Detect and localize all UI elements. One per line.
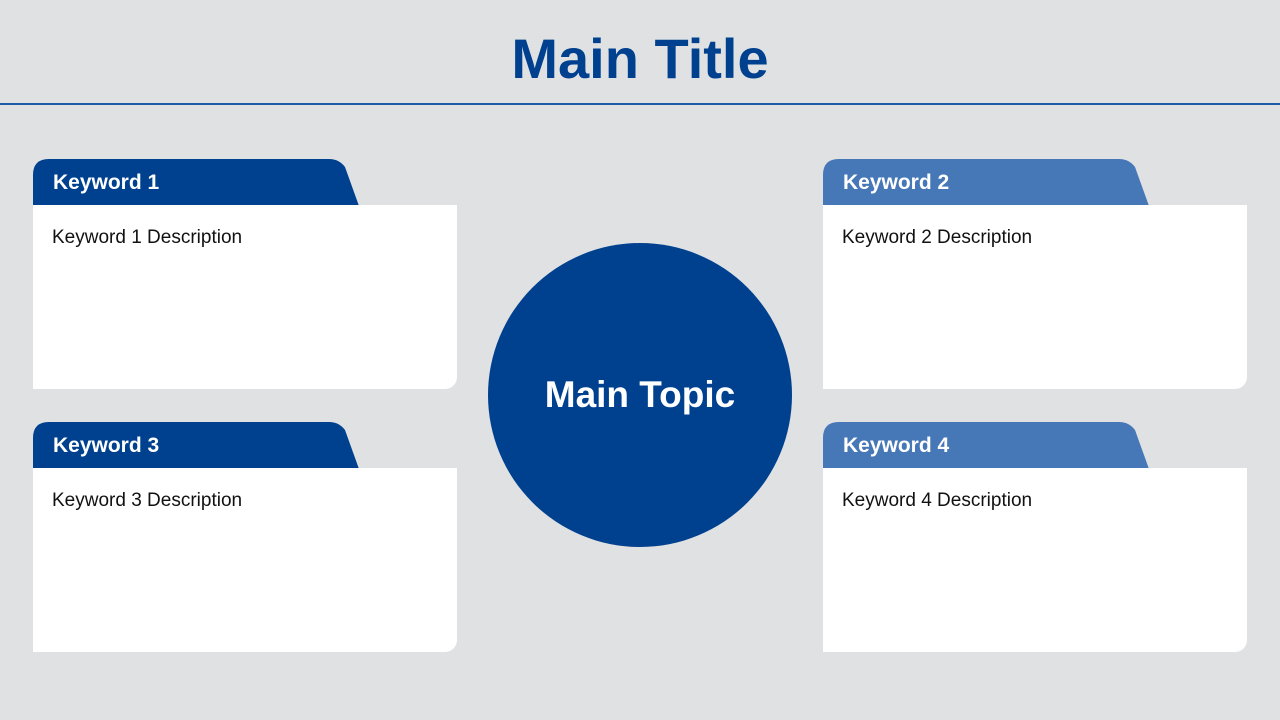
keyword-label-3: Keyword 3	[53, 434, 160, 457]
keyword-card-3: Keyword 3 Keyword 3 Description	[33, 422, 457, 656]
keyword-card-2: Keyword 2 Keyword 2 Description	[823, 159, 1247, 393]
keyword-description-1: Keyword 1 Description	[52, 227, 243, 248]
main-topic-label: Main Topic	[544, 374, 736, 415]
keyword-tab-3	[33, 422, 359, 469]
keyword-label-1: Keyword 1	[53, 171, 160, 194]
keyword-tab-2	[823, 159, 1149, 206]
keyword-tab-shape-2	[823, 159, 1149, 206]
keyword-tab-1	[33, 159, 359, 206]
keyword-tab-shape-3	[33, 422, 359, 469]
keyword-tab-shape-1	[33, 159, 359, 206]
keyword-tab-shape-4	[823, 422, 1149, 469]
keyword-body-1: Keyword 1 Description	[33, 205, 457, 389]
keyword-description-2: Keyword 2 Description	[842, 227, 1033, 248]
keyword-description-4: Keyword 4 Description	[842, 490, 1033, 511]
main-title: Main Title	[511, 27, 769, 90]
header: Main Title	[0, 0, 1280, 105]
keyword-label-4: Keyword 4	[843, 434, 950, 457]
keyword-body-3: Keyword 3 Description	[33, 468, 457, 652]
keyword-tab-4	[823, 422, 1149, 469]
keyword-body-2: Keyword 2 Description	[823, 205, 1247, 389]
keyword-label-2: Keyword 2	[843, 171, 950, 194]
keyword-card-4: Keyword 4 Keyword 4 Description	[823, 422, 1247, 656]
keyword-body-4: Keyword 4 Description	[823, 468, 1247, 652]
keyword-card-1: Keyword 1 Keyword 1 Description	[33, 159, 457, 393]
main-topic-circle: Main Topic	[488, 243, 792, 547]
keyword-description-3: Keyword 3 Description	[52, 490, 243, 511]
